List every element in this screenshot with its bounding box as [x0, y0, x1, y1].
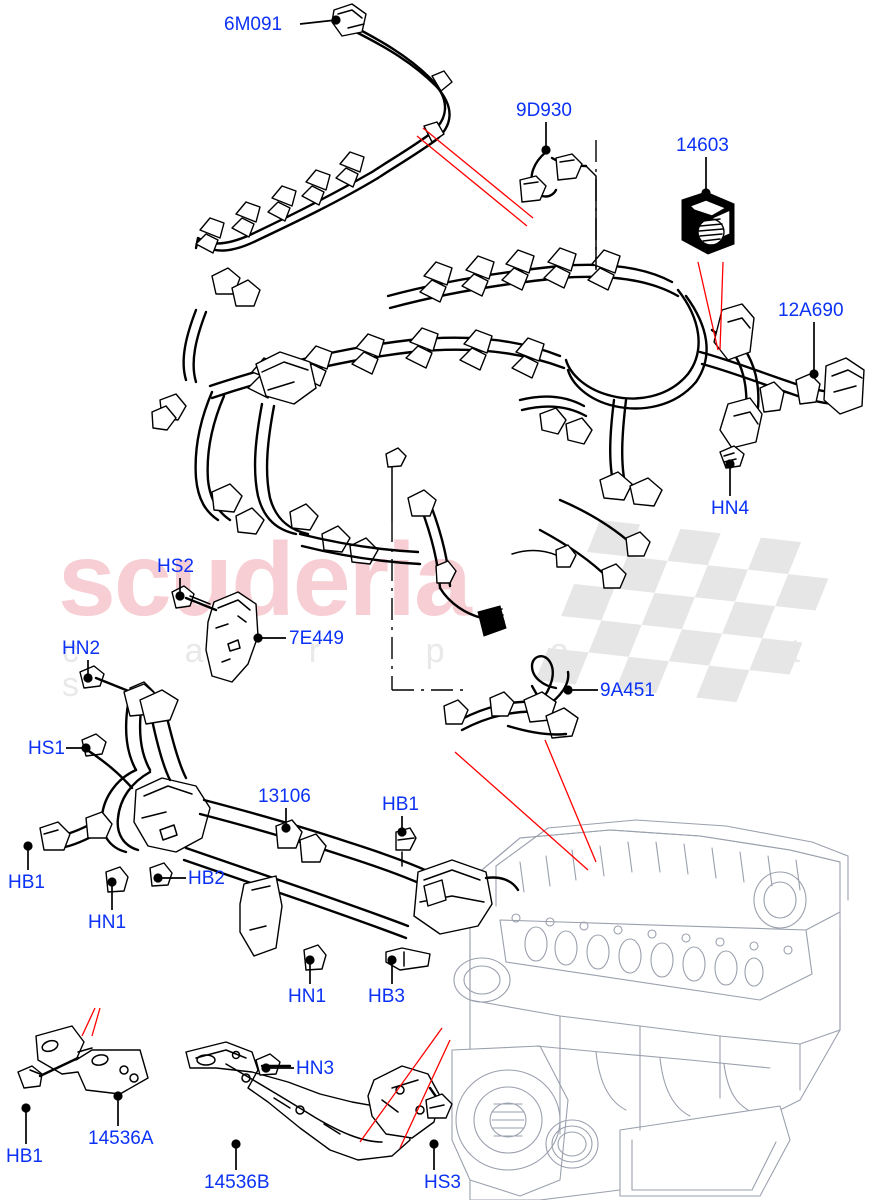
part-label-hb1[interactable]: HB1 [6, 1146, 43, 1167]
main-engine-harness [151, 247, 865, 566]
mid-harness-branch [407, 489, 651, 637]
callout-dot-hb1 [397, 827, 407, 837]
assembly-13106 [39, 683, 520, 971]
part-label-6m091[interactable]: 6M091 [224, 14, 283, 35]
callout-dot-13106 [281, 823, 291, 833]
part-label-14603[interactable]: 14603 [676, 135, 729, 156]
callout-dot-hn4 [725, 459, 735, 469]
part-label-hn4[interactable]: HN4 [711, 498, 750, 519]
part-label-hn2[interactable]: HN2 [62, 638, 101, 659]
connector-14603 [681, 191, 735, 255]
part-label-hb1[interactable]: HB1 [382, 794, 419, 815]
part-label-9a451[interactable]: 9A451 [600, 680, 655, 701]
callout-dot-hb1 [23, 841, 33, 851]
callout-dot-hn2 [83, 673, 93, 683]
part-label-hs1[interactable]: HS1 [28, 738, 65, 759]
part-label-hn1[interactable]: HN1 [288, 986, 327, 1007]
part-label-7e449[interactable]: 7E449 [289, 628, 344, 649]
part-label-hb1[interactable]: HB1 [8, 872, 45, 893]
harness-9d930 [519, 150, 597, 269]
callout-dot-hn1 [107, 877, 117, 887]
part-label-14536b[interactable]: 14536B [204, 1172, 270, 1193]
callout-leader-6m091 [299, 19, 337, 25]
callout-dot-14536b [231, 1139, 241, 1149]
callout-dot-hb2 [153, 873, 163, 883]
part-label-9d930[interactable]: 9D930 [516, 100, 572, 121]
callout-dot-hs3 [429, 1139, 439, 1149]
bracket-7e449 [171, 585, 259, 683]
red-pointer-lines [81, 127, 724, 1149]
part-label-hb3[interactable]: HB3 [368, 986, 405, 1007]
assembly-9a451 [443, 655, 579, 739]
section-reference-line [391, 140, 597, 691]
callout-dot-hb1 [21, 1103, 31, 1113]
callout-dot-14536a [113, 1091, 123, 1101]
callout-dot-hs2 [175, 591, 185, 601]
checkered-flag-watermark [535, 520, 829, 703]
callout-dot-7e449 [253, 633, 263, 643]
part-label-13106[interactable]: 13106 [258, 786, 311, 807]
part-label-hb2[interactable]: HB2 [188, 868, 225, 889]
part-label-hn1[interactable]: HN1 [88, 912, 127, 933]
callout-dot-9a451 [563, 685, 573, 695]
callout-dot-hs1 [81, 743, 91, 753]
harness-6m091 [194, 3, 453, 254]
part-label-14536a[interactable]: 14536A [88, 1128, 154, 1149]
callout-dot-9d930 [541, 145, 551, 155]
part-label-hn3[interactable]: HN3 [296, 1058, 335, 1079]
callout-dot-hn1 [305, 955, 315, 965]
callout-dot-6m091 [331, 15, 341, 25]
part-label-hs3[interactable]: HS3 [424, 1172, 461, 1193]
callout-dot-hn3 [261, 1063, 271, 1073]
part-label-hs2[interactable]: HS2 [157, 556, 194, 577]
bracket-14536a [17, 1025, 149, 1095]
engine-block-illustration [451, 819, 849, 1200]
callout-dot-hb3 [387, 955, 397, 965]
part-label-12a690[interactable]: 12A690 [778, 300, 844, 321]
callout-dot-14603 [701, 188, 711, 198]
callout-leaders [21, 15, 819, 1170]
callout-dot-12a690 [809, 369, 819, 379]
watermark-scuderia: scuderia [58, 522, 472, 638]
